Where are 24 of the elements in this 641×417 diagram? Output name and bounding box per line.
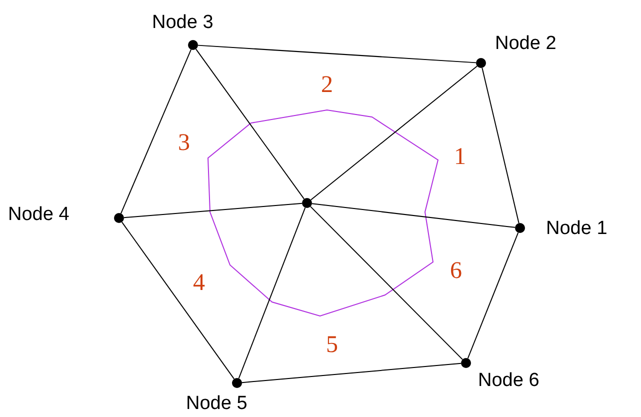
connector-line (241, 362, 462, 384)
connector-line (198, 44, 476, 64)
node-label: Node 5 (186, 393, 248, 415)
region-number: 4 (193, 270, 205, 296)
connector-line (123, 202, 303, 218)
node-label: Node 2 (495, 33, 556, 55)
connector-line (120, 49, 192, 214)
node-label: Node 6 (478, 370, 540, 392)
region-number: 1 (454, 144, 466, 170)
region-number: 3 (178, 130, 190, 156)
node-label: Node 1 (546, 218, 608, 240)
connector-line (195, 48, 305, 200)
connector-line (311, 203, 516, 228)
connector-line (310, 206, 463, 360)
connector-line (238, 207, 306, 379)
node-label: Node 4 (8, 204, 70, 226)
connector-line (482, 67, 520, 224)
region-number: 5 (326, 332, 338, 358)
node-label: Node 3 (152, 12, 214, 34)
connector-line (121, 222, 235, 380)
region-number: 6 (450, 258, 462, 284)
connector-line (467, 232, 519, 359)
connector-line (310, 66, 478, 200)
region-number: 2 (321, 72, 333, 98)
